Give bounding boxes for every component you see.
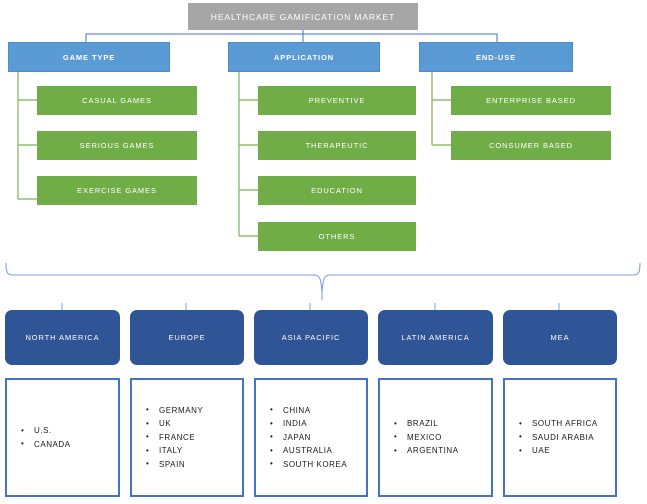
region-header-mea[interactable]: MEA <box>503 310 617 365</box>
country-list: BRAZILMEXICOARGENTINA <box>380 417 459 458</box>
segment-item-education[interactable]: EDUCATION <box>258 176 416 205</box>
connector-title-crossbar <box>85 33 498 42</box>
country-list-item: FRANCE <box>146 430 203 445</box>
country-list-item: GERMANY <box>146 403 203 418</box>
country-list-item: SOUTH KOREA <box>270 457 347 472</box>
country-list-item: MEXICO <box>394 430 459 445</box>
region-countries-north-america: U.S.CANADA <box>5 378 120 497</box>
country-list-item: SPAIN <box>146 457 203 472</box>
segment-item-therapeutic[interactable]: THERAPEUTIC <box>258 131 416 160</box>
segment-item-serious-games[interactable]: SERIOUS GAMES <box>37 131 197 160</box>
country-list-item: SOUTH AFRICA <box>519 417 598 431</box>
segment-item-preventive[interactable]: PREVENTIVE <box>258 86 416 115</box>
country-list-item: U.S. <box>21 424 71 438</box>
country-list-item: BRAZIL <box>394 417 459 431</box>
segment-header-application[interactable]: APPLICATION <box>228 42 380 72</box>
connector-end-use <box>431 72 451 146</box>
region-header-europe[interactable]: EUROPE <box>130 310 244 365</box>
country-list: GERMANYUKFRANCEITALYSPAIN <box>132 403 203 472</box>
country-list-item: UK <box>146 417 203 431</box>
country-list-item: ITALY <box>146 444 203 458</box>
region-brace <box>5 262 641 300</box>
country-list: CHINAINDIAJAPANAUSTRALIASOUTH KOREA <box>256 403 347 472</box>
region-countries-latin-america: BRAZILMEXICOARGENTINA <box>378 378 493 497</box>
country-list-item: JAPAN <box>270 430 347 445</box>
country-list-item: SAUDI ARABIA <box>519 430 598 445</box>
region-countries-asia-pacific: CHINAINDIAJAPANAUSTRALIASOUTH KOREA <box>254 378 368 497</box>
country-list-item: AUSTRALIA <box>270 444 347 458</box>
region-header-asia-pacific[interactable]: ASIA PACIFIC <box>254 310 368 365</box>
region-header-north-america[interactable]: NORTH AMERICA <box>5 310 120 365</box>
connector-game-type <box>17 72 37 200</box>
region-countries-mea: SOUTH AFRICASAUDI ARABIAUAE <box>503 378 617 497</box>
country-list-item: UAE <box>519 444 598 458</box>
segment-item-casual-games[interactable]: CASUAL GAMES <box>37 86 197 115</box>
region-countries-europe: GERMANYUKFRANCEITALYSPAIN <box>130 378 244 497</box>
connector-application <box>238 72 258 237</box>
segment-item-exercise-games[interactable]: EXERCISE GAMES <box>37 176 197 205</box>
country-list-item: CHINA <box>270 403 347 418</box>
segment-item-consumer-based[interactable]: CONSUMER BASED <box>451 131 611 160</box>
country-list-item: ARGENTINA <box>394 444 459 458</box>
segment-header-end-use[interactable]: END-USE <box>419 42 573 72</box>
segment-item-enterprise-based[interactable]: ENTERPRISE BASED <box>451 86 611 115</box>
region-header-latin-america[interactable]: LATIN AMERICA <box>378 310 493 365</box>
segment-item-others[interactable]: OTHERS <box>258 222 416 251</box>
country-list: SOUTH AFRICASAUDI ARABIAUAE <box>505 417 598 458</box>
region-stubs <box>61 303 560 310</box>
country-list-item: INDIA <box>270 417 347 431</box>
segment-header-game-type[interactable]: GAME TYPE <box>8 42 170 72</box>
market-title: HEALTHCARE GAMIFICATION MARKET <box>188 3 418 30</box>
country-list-item: CANADA <box>21 437 71 452</box>
country-list: U.S.CANADA <box>7 424 71 451</box>
